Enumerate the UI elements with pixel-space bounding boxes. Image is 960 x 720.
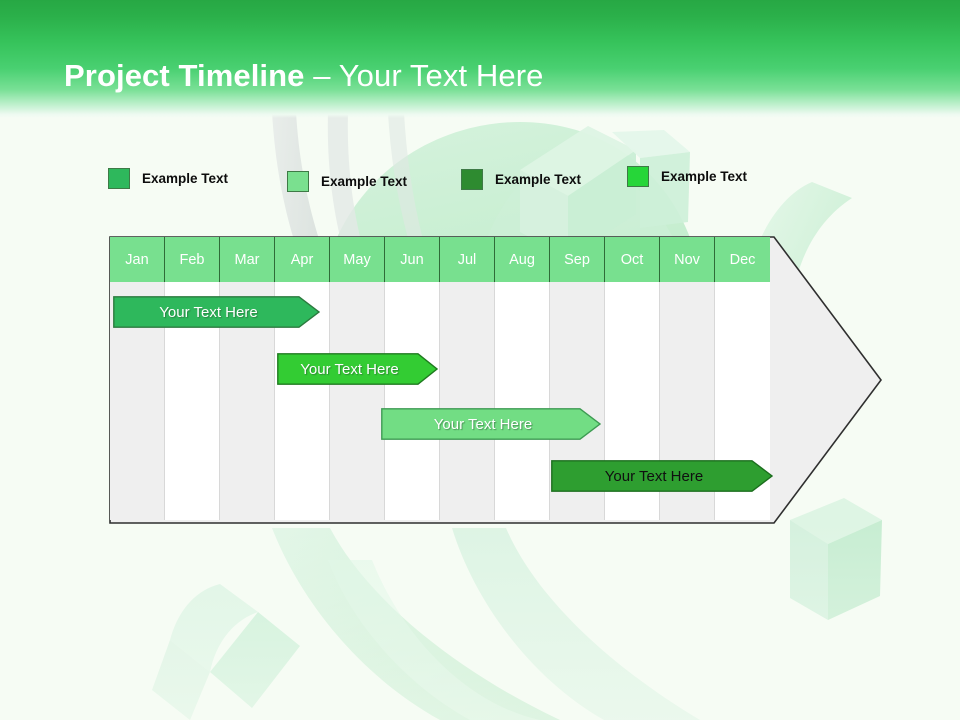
month-cell-feb[interactable]: Feb (165, 237, 220, 282)
page-title-separator: – (304, 58, 339, 93)
timeline-column-may (330, 282, 385, 520)
task-bar-1[interactable]: Your Text Here (113, 296, 320, 328)
legend-swatch-1-icon (108, 168, 130, 189)
month-cell-jun[interactable]: Jun (385, 237, 440, 282)
month-cell-jul[interactable]: Jul (440, 237, 495, 282)
legend-label-1: Example Text (142, 171, 229, 186)
month-cell-oct[interactable]: Oct (605, 237, 660, 282)
legend-item-2[interactable]: Example Text (287, 171, 407, 192)
page-title-light: Your Text Here (338, 58, 544, 93)
month-cell-jan[interactable]: Jan (110, 237, 165, 282)
page-title-bold: Project Timeline (64, 58, 305, 93)
timeline-column-jun (385, 282, 440, 520)
task-bar-4[interactable]: Your Text Here (551, 460, 773, 492)
timeline-column-aug (495, 282, 550, 520)
page-title: Project Timeline – Your Text Here (64, 58, 543, 94)
task-bar-2[interactable]: Your Text Here (277, 353, 438, 385)
legend-label-4: Example Text (661, 169, 748, 184)
month-cell-nov[interactable]: Nov (660, 237, 715, 282)
month-cell-mar[interactable]: Mar (220, 237, 275, 282)
legend-label-3: Example Text (495, 172, 582, 187)
month-header-row: Jan Feb Mar Apr May Jun Jul Aug Sep Oct … (110, 237, 770, 282)
legend-label-2: Example Text (321, 174, 408, 189)
month-cell-apr[interactable]: Apr (275, 237, 330, 282)
month-cell-sep[interactable]: Sep (550, 237, 605, 282)
legend-item-3[interactable]: Example Text (461, 169, 581, 190)
month-cell-aug[interactable]: Aug (495, 237, 550, 282)
task-bar-3[interactable]: Your Text Here (381, 408, 601, 440)
legend-item-4[interactable]: Example Text (627, 166, 747, 187)
legend-swatch-3-icon (461, 169, 483, 190)
legend-item-1[interactable]: Example Text (108, 168, 228, 189)
timeline-column-jul (440, 282, 495, 520)
legend-swatch-2-icon (287, 171, 309, 192)
month-cell-dec[interactable]: Dec (715, 237, 770, 282)
month-cell-may[interactable]: May (330, 237, 385, 282)
legend-swatch-4-icon (627, 166, 649, 187)
